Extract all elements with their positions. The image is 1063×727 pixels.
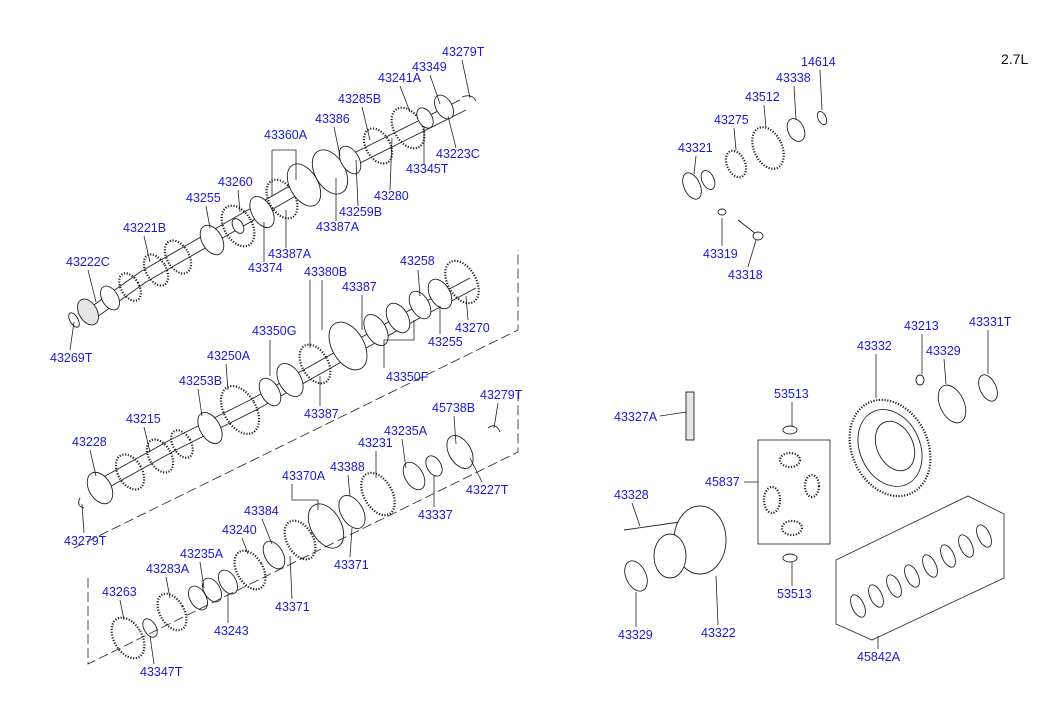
part-label: 43387 xyxy=(304,407,339,421)
part-label: 43318 xyxy=(728,268,763,282)
part-label: 43322 xyxy=(701,626,736,640)
part-label: 43512 xyxy=(745,90,780,104)
part-label: 43329 xyxy=(618,628,653,642)
part-label: 43329 xyxy=(926,344,961,358)
part-label: 43337 xyxy=(418,508,453,522)
part-label: 43222C xyxy=(66,255,110,269)
part-label: 43338 xyxy=(776,71,811,85)
part-label: 43350F xyxy=(386,370,429,384)
shaft-group-outline-lower xyxy=(87,392,519,665)
part-label: 43223C xyxy=(436,147,480,161)
part-label: 43240 xyxy=(222,523,257,537)
part-label: 43235A xyxy=(180,547,224,561)
part-label: 43263 xyxy=(102,585,137,599)
part-label: 14614 xyxy=(801,55,836,69)
shaft-group-outline-upper xyxy=(73,250,519,549)
part-label: 43235A xyxy=(384,424,428,438)
part-label: 43370A xyxy=(282,469,326,483)
part-label: 43387 xyxy=(342,280,377,294)
part-label: 43241A xyxy=(378,71,422,85)
part-label: 43253B xyxy=(179,374,222,388)
part-label: 43231 xyxy=(358,436,393,450)
part-label: 43345T xyxy=(406,162,449,176)
part-label: 43243 xyxy=(214,624,249,638)
pinion-gear-assembly xyxy=(682,110,828,241)
part-label: 43321 xyxy=(678,141,713,155)
part-label: 43227T xyxy=(466,483,509,497)
differential-assembly xyxy=(623,374,1005,641)
part-label: 43328 xyxy=(614,488,649,502)
part-label: 43260 xyxy=(218,175,253,189)
part-label: 43255 xyxy=(186,191,221,205)
part-label: 43213 xyxy=(904,319,939,333)
part-label: 45842A xyxy=(857,650,901,664)
input-shaft-assembly xyxy=(68,94,477,328)
part-label: 43347T xyxy=(140,665,183,679)
part-label: 53513 xyxy=(777,587,812,601)
part-labels: 43279T 43349 43241A 43285B 43386 43360A … xyxy=(50,45,1012,679)
part-label: 43275 xyxy=(714,113,749,127)
part-label: 45738B xyxy=(432,401,475,415)
part-label: 43319 xyxy=(703,247,738,261)
part-label: 43228 xyxy=(72,435,107,449)
part-label: 43388 xyxy=(330,460,365,474)
clutch-plate-stack xyxy=(850,524,992,618)
ring-gear-outline xyxy=(835,495,1005,641)
part-label: 43331T xyxy=(969,315,1012,329)
countershaft-assembly xyxy=(110,425,501,660)
part-label: 43280 xyxy=(374,189,409,203)
part-label: 43258 xyxy=(400,254,435,268)
part-label: 43387A xyxy=(268,247,312,261)
part-label: 43374 xyxy=(248,261,283,275)
leader-lines xyxy=(69,59,989,665)
part-label: 43269T xyxy=(50,351,93,365)
part-label: 43255 xyxy=(428,335,463,349)
engine-version-label: 2.7L xyxy=(1001,51,1028,67)
part-label: 43349 xyxy=(412,60,447,74)
part-label: 53513 xyxy=(774,387,809,401)
part-label: 43371 xyxy=(334,558,369,572)
part-label: 43270 xyxy=(455,321,490,335)
pinion-gear-set-box xyxy=(757,439,831,545)
part-label: 43384 xyxy=(244,504,279,518)
part-label: 43250A xyxy=(207,349,251,363)
part-label: 43279T xyxy=(442,45,485,59)
part-label: 43360A xyxy=(264,128,308,142)
part-label: 43371 xyxy=(275,600,310,614)
part-label: 43259B xyxy=(339,205,382,219)
output-shaft-assembly xyxy=(78,259,480,509)
part-label: 43332 xyxy=(857,339,892,353)
part-label: 45837 xyxy=(705,475,740,489)
part-label: 43283A xyxy=(146,562,190,576)
part-label: 43215 xyxy=(126,412,161,426)
part-label: 43279T xyxy=(64,534,107,548)
part-label: 43380B xyxy=(304,265,347,279)
part-label: 43387A xyxy=(316,220,360,234)
part-label: 43279T xyxy=(480,388,523,402)
part-label: 43386 xyxy=(315,112,350,126)
part-label: 43350G xyxy=(252,324,296,338)
part-label: 43221B xyxy=(123,221,166,235)
part-label: 43327A xyxy=(614,410,658,424)
part-label: 43285B xyxy=(338,92,381,106)
